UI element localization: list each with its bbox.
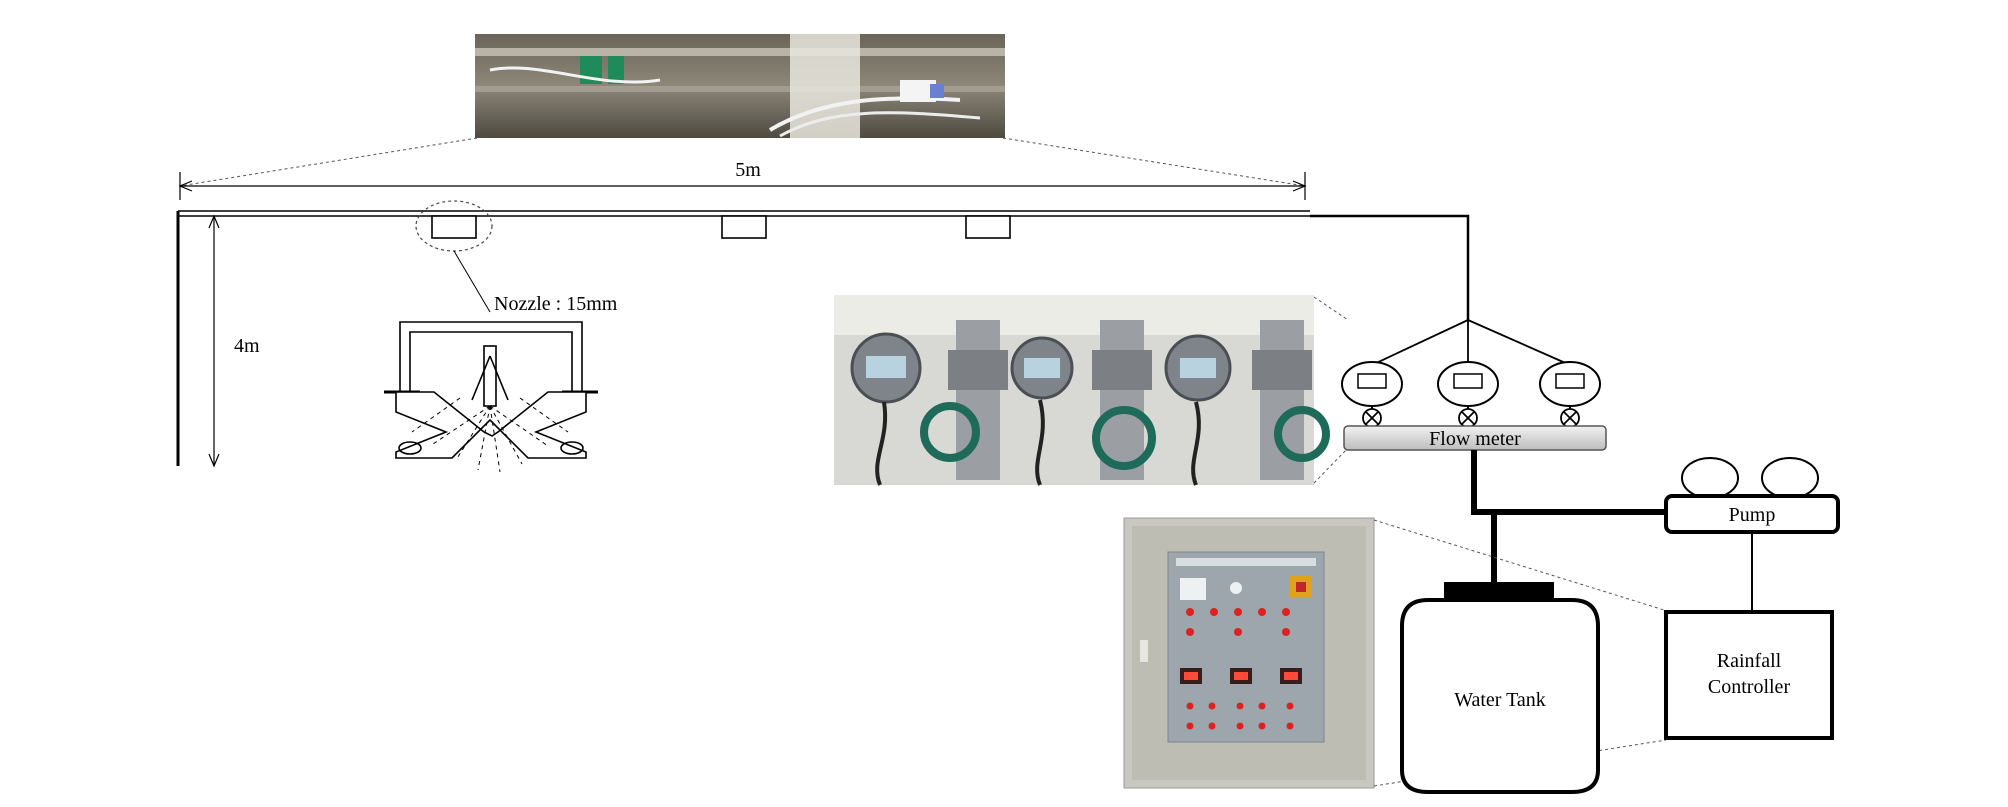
nozzle-3 [965, 215, 1011, 239]
control-panel-photo [1123, 517, 1375, 789]
ceiling-photo [475, 34, 1005, 138]
rainfall-controller-box [1664, 610, 1834, 740]
nozzle-1 [431, 215, 477, 239]
water-tank [1400, 582, 1600, 794]
flow-meter-label: Flow meter [1429, 428, 1521, 450]
width-label: 5m [735, 159, 761, 181]
rainfall-controller-label-line1: Rainfall [1717, 650, 1782, 672]
nozzle-label: Nozzle : 15mm [494, 293, 618, 315]
flow-meter-symbols [1341, 361, 1601, 410]
flow-valve-symbols [1362, 408, 1580, 428]
supply-pipe [1310, 214, 1470, 320]
nozzle-detail-drawing [384, 321, 598, 459]
nozzle-callout-line [453, 250, 491, 313]
manifold-branches [1371, 319, 1571, 366]
flow-meter-photo [834, 295, 1330, 486]
nozzle-2 [721, 215, 767, 239]
ceiling-zoom-lines [179, 137, 1306, 187]
main-pipe [1471, 450, 1666, 582]
height-dimension [208, 214, 220, 468]
spray-pattern [411, 397, 569, 473]
flow-meter-zoom-lines [1313, 296, 1349, 484]
water-tank-label: Water Tank [1454, 689, 1546, 711]
nozzles [431, 215, 1011, 239]
pump [1664, 457, 1840, 534]
rainfall-controller-label-line2: Controller [1708, 676, 1791, 698]
pump-label: Pump [1729, 504, 1776, 526]
height-label: 4m [234, 335, 260, 357]
width-dimension [178, 172, 1307, 200]
